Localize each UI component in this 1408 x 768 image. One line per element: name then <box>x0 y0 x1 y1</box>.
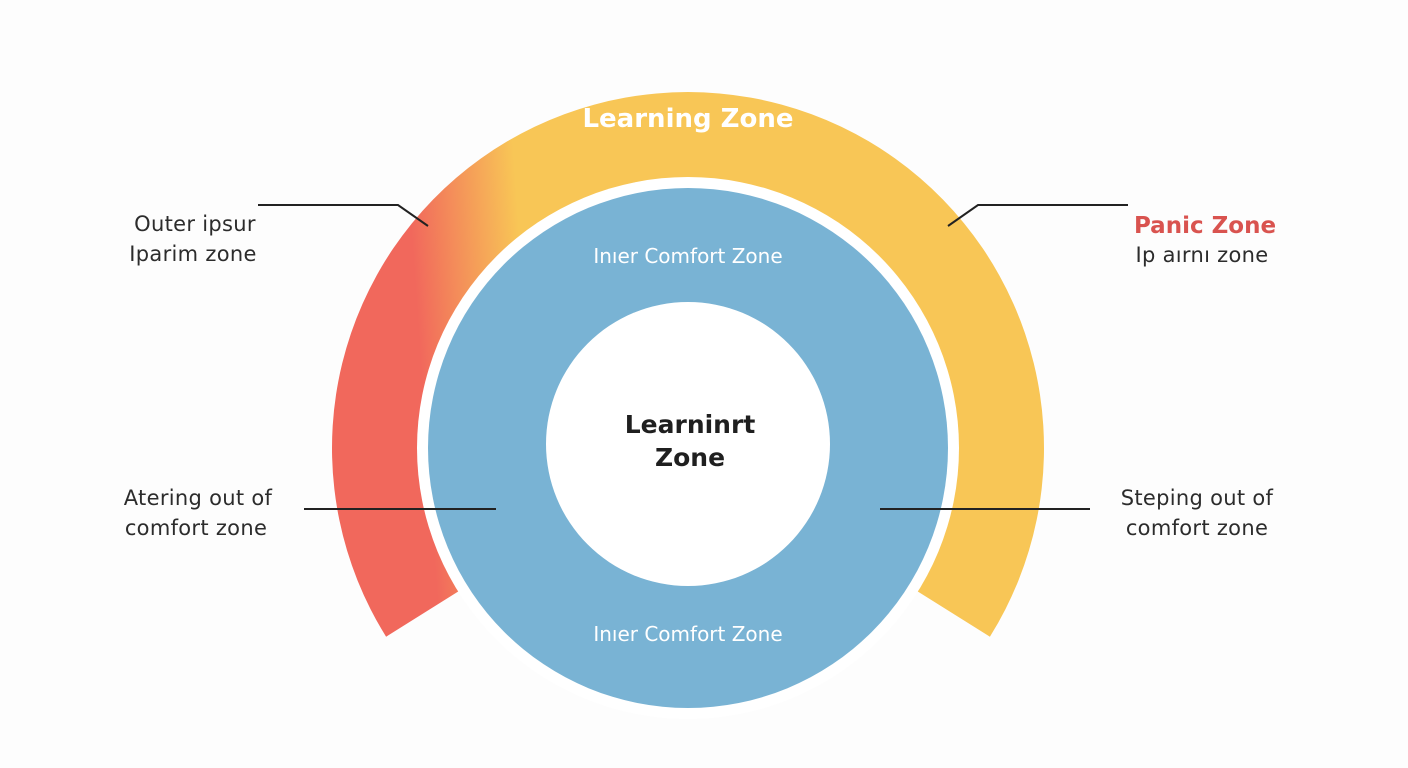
center-label-line2: Zone <box>655 443 725 472</box>
callout-bottom-right-line1: Steping out of <box>1121 486 1274 510</box>
panic-zone-label: Panic Zone <box>1134 213 1276 239</box>
callout-bottom-right-line2: comfort zone <box>1126 516 1268 540</box>
learning-zone-label: Learning Zone <box>582 104 793 134</box>
center-label-line1: Learninrt <box>625 410 756 439</box>
inner-comfort-zone-top-label: Inıer Comfort Zone <box>593 244 782 268</box>
inner-comfort-zone-bottom-label: Inıer Comfort Zone <box>593 622 782 646</box>
outer-learning-arc <box>332 92 1044 637</box>
callout-top-left-line2: Iparim zone <box>129 242 256 266</box>
callout-top-right-line2: Ip aırnı zone <box>1136 243 1269 267</box>
callout-bottom-left-line1: Atering out of <box>124 486 273 510</box>
callout-top-left-line1: Outer ipsur <box>134 212 256 236</box>
center-learning-circle <box>546 302 830 586</box>
leader-line-top-right <box>947 204 1128 227</box>
leader-line-top-left <box>258 204 429 227</box>
callout-bottom-left-line2: comfort zone <box>125 516 267 540</box>
